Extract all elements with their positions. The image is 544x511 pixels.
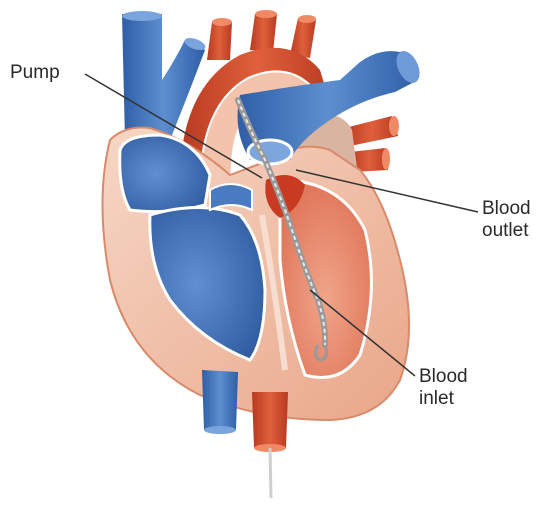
- inferior-vena-cava-opening: [204, 426, 236, 434]
- blood-inlet-label: Blood inlet: [419, 366, 468, 410]
- blood-outlet-label: Blood outlet: [482, 198, 531, 242]
- descending-aorta: [252, 392, 288, 448]
- aortic-branch-1-opening: [212, 18, 232, 26]
- aortic-branch-1: [207, 22, 232, 60]
- aortic-branch-3-opening: [298, 15, 316, 23]
- pulmonary-vein-lower-opening: [382, 148, 390, 170]
- vena-cava-opening: [122, 11, 162, 21]
- blood-outlet-label-line1: Blood: [482, 198, 531, 220]
- blood-inlet-label-line1: Blood: [419, 366, 468, 388]
- aortic-branch-2: [250, 14, 277, 52]
- catheter-tail: [270, 448, 271, 498]
- pump-label: Pump: [10, 62, 60, 84]
- inferior-vena-cava: [202, 370, 238, 430]
- pump-label-text: Pump: [10, 62, 60, 83]
- aortic-branch-2-opening: [255, 10, 277, 18]
- blood-inlet-label-line2: inlet: [419, 388, 468, 410]
- blood-outlet-label-line2: outlet: [482, 220, 531, 242]
- pulmonary-vein-upper-opening: [389, 116, 399, 136]
